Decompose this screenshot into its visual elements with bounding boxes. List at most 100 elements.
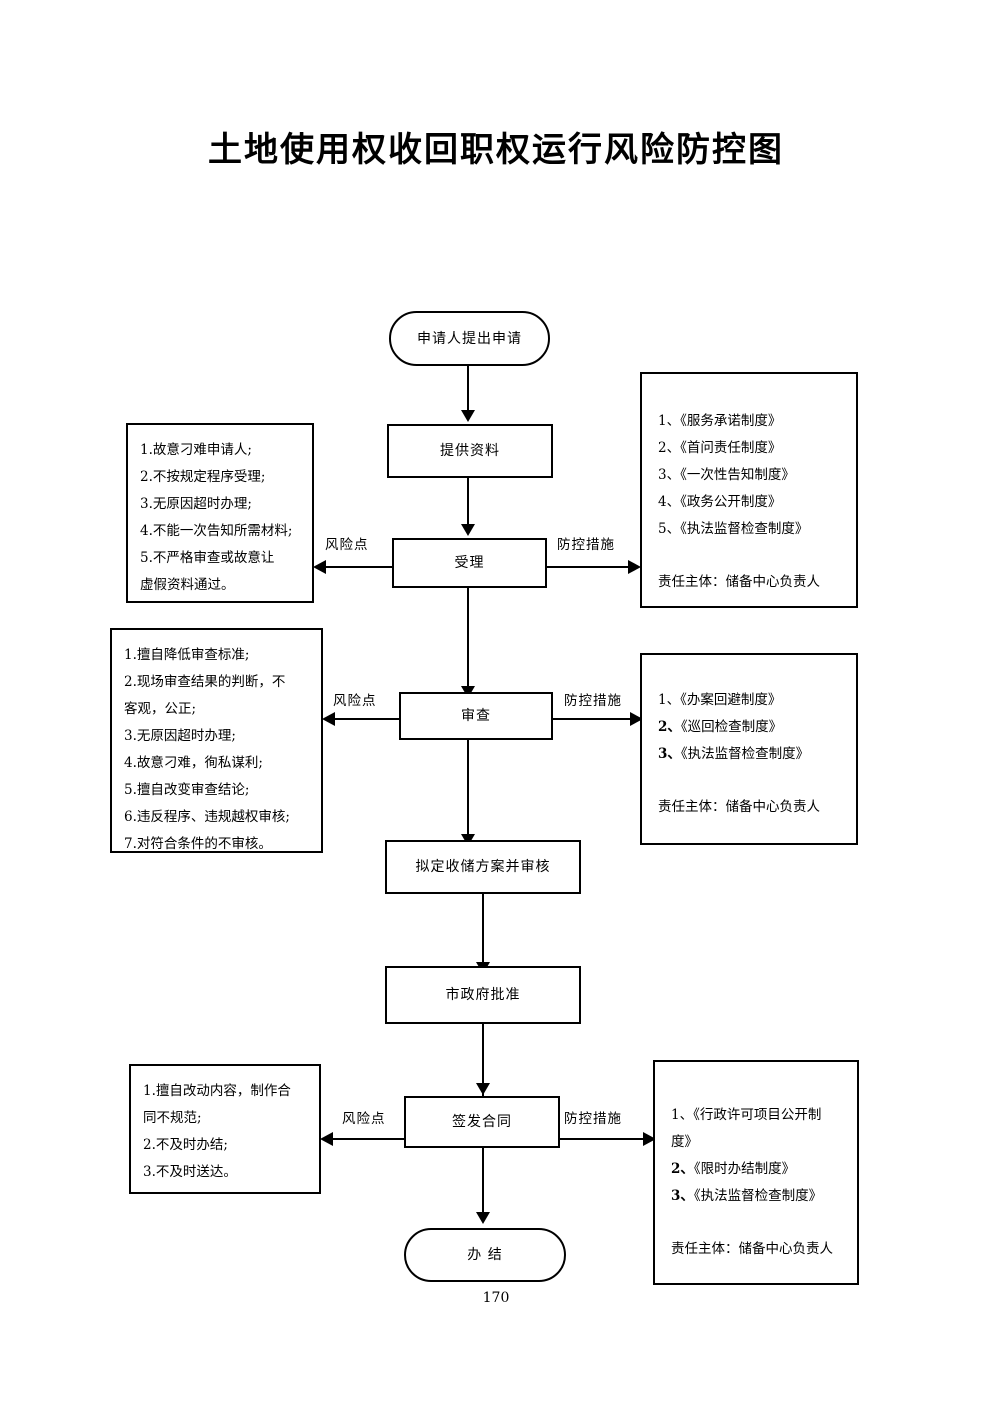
measure-number: 5、	[658, 521, 681, 537]
connector-materials-to-accept	[467, 478, 469, 526]
measure-text: 《限时办结制度》	[693, 1161, 796, 1177]
measure-number: 1、	[658, 692, 681, 708]
connector-contract-to-end	[482, 1148, 484, 1216]
measure-text: 《办案回避制度》	[680, 692, 782, 708]
measure-text: 《执法监督检查制度》	[680, 521, 809, 537]
risk-line: 同不规范;	[143, 1110, 202, 1126]
flow-node-accept[interactable]: 受理	[392, 538, 547, 588]
connector-approve-to-contract	[482, 1024, 484, 1096]
risk-line: 3.无原因超时办理;	[124, 728, 236, 744]
measure-panel-accept: 1、《服务承诺制度》 2、《首问责任制度》 3、《一次性告知制度》 4、《政务公…	[640, 372, 858, 608]
measure-line: 3、《一次性告知制度》	[658, 462, 850, 489]
risk-line: 3.不及时送达。	[143, 1164, 237, 1180]
measure-number: 4、	[658, 494, 681, 510]
connector-accept-to-measure	[546, 566, 630, 568]
risk-panel-contract: 1.擅自改动内容，制作合 同不规范; 2.不及时办结; 3.不及时送达。	[129, 1064, 321, 1194]
measure-number: 2、	[658, 719, 681, 735]
risk-line: 2.现场审查结果的判断，不	[124, 674, 286, 690]
arrowhead-accept-to-risk	[313, 560, 326, 574]
arrowhead-contract-to-measure	[643, 1132, 656, 1146]
risk-line: 4.故意刁难，徇私谋利;	[124, 755, 263, 771]
measure-number: 3、	[658, 746, 681, 762]
measure-number: 2、	[658, 440, 681, 456]
connector-contract-to-risk	[333, 1138, 405, 1140]
risk-panel-review: 1.擅自降低审查标准; 2.现场审查结果的判断，不 客观，公正; 3.无原因超时…	[110, 628, 323, 853]
measure-number: 1、	[671, 1107, 694, 1123]
measure-line: 4、《政务公开制度》	[658, 489, 850, 516]
edge-label-control-measure-contract: 防控措施	[563, 1110, 623, 1128]
arrowhead-contract-to-risk	[320, 1132, 333, 1146]
measure-panel-review: 1、《办案回避制度》 2、《巡回检查制度》 3、《执法监督检查制度》 责任主体：…	[640, 653, 858, 845]
measure-text: 《服务承诺制度》	[680, 413, 782, 429]
connector-review-to-plan	[467, 740, 469, 836]
measure-text: 《政务公开制度》	[680, 494, 782, 510]
arrowhead-review-to-measure	[630, 712, 643, 726]
connector-start-to-materials	[467, 366, 469, 412]
measure-line: 1、《办案回避制度》	[658, 687, 850, 714]
responsible-party: 责任主体：储备中心负责人	[671, 1241, 833, 1257]
connector-review-to-measure	[552, 718, 634, 720]
measure-number: 1、	[658, 413, 681, 429]
measure-panel-contract: 1、《行政许可项目公开制 度》 2、《限时办结制度》 3、《执法监督检查制度》 …	[653, 1060, 859, 1285]
responsible-party: 责任主体：储备中心负责人	[658, 574, 820, 590]
flow-node-start[interactable]: 申请人提出申请	[389, 311, 550, 366]
flow-node-issue-contract[interactable]: 签发合同	[404, 1096, 560, 1148]
edge-label-control-measure-accept: 防控措施	[556, 536, 616, 554]
risk-line: 3.无原因超时办理;	[140, 496, 252, 512]
risk-line: 1.擅自降低审查标准;	[124, 647, 250, 663]
connector-accept-to-risk	[325, 566, 393, 568]
risk-line: 4.不能一次告知所需材料;	[140, 523, 293, 539]
arrowhead-review-to-risk	[322, 712, 335, 726]
measure-line: 5、《执法监督检查制度》	[658, 516, 850, 543]
measure-number: 2、	[671, 1161, 694, 1177]
arrowhead-start-to-materials	[461, 410, 475, 422]
risk-line: 2.不及时办结;	[143, 1137, 228, 1153]
edge-label-risk-point-review: 风险点	[332, 692, 378, 710]
risk-line: 5.擅自改变审查结论;	[124, 782, 250, 798]
measure-text: 《巡回检查制度》	[680, 719, 783, 735]
risk-line: 5.不严格审查或故意让	[140, 550, 275, 566]
risk-line: 虚假资料通过。	[140, 577, 235, 593]
measure-text: 度》	[671, 1134, 698, 1150]
measure-line: 2、《巡回检查制度》	[658, 714, 850, 741]
arrowhead-approve-to-contract	[476, 1083, 490, 1095]
risk-panel-accept: 1.故意刁难申请人; 2.不按规定程序受理; 3.无原因超时办理; 4.不能一次…	[126, 423, 314, 603]
measure-line: 1、《行政许可项目公开制	[671, 1102, 851, 1129]
measure-number: 3、	[658, 467, 681, 483]
flow-node-provide-materials[interactable]: 提供资料	[387, 424, 553, 478]
arrowhead-materials-to-accept	[461, 524, 475, 536]
edge-label-control-measure-review: 防控措施	[563, 692, 623, 710]
measure-text: 《首问责任制度》	[680, 440, 782, 456]
measure-text: 《行政许可项目公开制	[693, 1107, 822, 1123]
risk-line: 1.故意刁难申请人;	[140, 442, 252, 458]
measure-text: 《执法监督检查制度》	[693, 1188, 823, 1204]
flow-node-end[interactable]: 办 结	[404, 1228, 566, 1282]
connector-accept-to-review	[467, 588, 469, 688]
risk-line: 2.不按规定程序受理;	[140, 469, 266, 485]
measure-line: 3、《执法监督检查制度》	[658, 741, 850, 768]
page-title: 土地使用权收回职权运行风险防控图	[208, 130, 784, 170]
arrowhead-contract-to-end	[476, 1212, 490, 1224]
measure-text: 《执法监督检查制度》	[680, 746, 810, 762]
risk-line: 1.擅自改动内容，制作合	[143, 1083, 291, 1099]
measure-line: 3、《执法监督检查制度》	[671, 1183, 851, 1210]
measure-line: 1、《服务承诺制度》	[658, 408, 850, 435]
flow-node-review[interactable]: 审查	[399, 692, 553, 740]
measure-number: 3、	[671, 1188, 694, 1204]
measure-text: 《一次性告知制度》	[680, 467, 795, 483]
risk-line: 7.对符合条件的不审核。	[124, 836, 272, 852]
edge-label-risk-point-accept: 风险点	[324, 536, 370, 554]
risk-line: 6.违反程序、违规越权审核;	[124, 809, 290, 825]
connector-contract-to-measure	[559, 1138, 645, 1140]
responsible-party: 责任主体：储备中心负责人	[658, 799, 820, 815]
edge-label-risk-point-contract: 风险点	[341, 1110, 387, 1128]
risk-line: 客观，公正;	[124, 701, 197, 717]
flow-node-draft-plan[interactable]: 拟定收储方案并审核	[385, 840, 581, 894]
page-number: 170	[482, 1290, 510, 1306]
connector-plan-to-approve	[482, 894, 484, 964]
measure-line: 2、《首问责任制度》	[658, 435, 850, 462]
arrowhead-accept-to-measure	[628, 560, 641, 574]
measure-line: 度》	[671, 1129, 851, 1156]
flow-node-city-approval[interactable]: 市政府批准	[385, 966, 581, 1024]
